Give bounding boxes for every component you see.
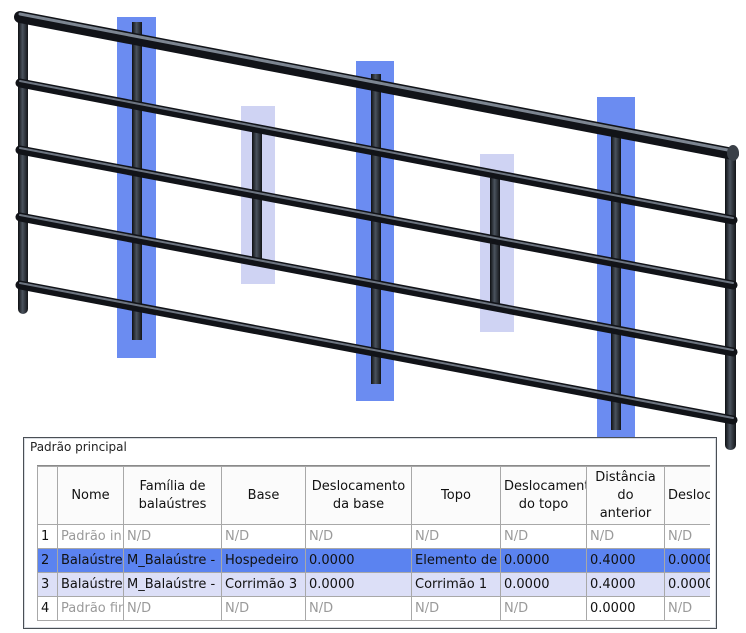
rail[interactable] xyxy=(15,212,738,357)
top-rail[interactable] xyxy=(14,11,739,160)
baluster[interactable] xyxy=(371,74,381,384)
column-header-distance[interactable]: Distância do anterior xyxy=(586,466,665,525)
baluster[interactable] xyxy=(132,22,142,340)
column-header-base[interactable]: Base xyxy=(221,466,306,525)
cell-base-offset[interactable]: 0.0000 xyxy=(305,548,412,573)
cell-top-offset[interactable]: N/D xyxy=(500,524,587,549)
cell-family[interactable]: N/D xyxy=(123,596,222,621)
column-header-base-offset[interactable]: Deslocamento da base xyxy=(305,466,412,525)
pattern-panel: Padrão principal Nome Família de balaúst… xyxy=(23,437,717,629)
cell-base-offset[interactable]: N/D xyxy=(305,596,412,621)
column-header-top[interactable]: Topo xyxy=(411,466,501,525)
cell-family[interactable]: N/D xyxy=(123,524,222,549)
cell-offset[interactable]: N/D xyxy=(664,524,710,549)
table-row-selected[interactable]: 2 Balaústre M_Balaústre - Hospedeiro 0.0… xyxy=(37,548,710,573)
table-row[interactable]: 1 Padrão inicial N/D N/D N/D N/D N/D N/D… xyxy=(37,524,710,549)
end-post-right[interactable] xyxy=(725,148,736,450)
cell-distance[interactable]: 0.4000 xyxy=(586,572,665,597)
cell-base[interactable]: Hospedeiro xyxy=(221,548,306,573)
rail[interactable] xyxy=(15,78,738,225)
cell-offset[interactable]: 0.0000 xyxy=(664,572,710,597)
cell-distance[interactable]: 0.4000 xyxy=(586,548,665,573)
cell-offset[interactable]: 0.0000 xyxy=(664,548,710,573)
cell-name[interactable]: Padrão final xyxy=(57,596,124,621)
row-number[interactable]: 1 xyxy=(37,524,58,549)
header-corner xyxy=(37,466,58,525)
column-header-offset[interactable]: Deslocamento xyxy=(664,466,710,525)
cell-family[interactable]: M_Balaústre - xyxy=(123,548,222,573)
cell-offset[interactable]: N/D xyxy=(664,596,710,621)
balusters-grid[interactable]: Nome Família de balaústres Base Deslocam… xyxy=(37,465,710,626)
cell-base[interactable]: Corrimão 3 xyxy=(221,572,306,597)
cell-base-offset[interactable]: N/D xyxy=(305,524,412,549)
cell-top[interactable]: N/D xyxy=(411,524,501,549)
cell-base[interactable]: N/D xyxy=(221,524,306,549)
column-header-family[interactable]: Família de balaústres xyxy=(123,466,222,525)
row-number[interactable]: 4 xyxy=(37,596,58,621)
cell-top[interactable]: Corrimão 1 xyxy=(411,572,501,597)
cell-distance[interactable]: N/D xyxy=(586,524,665,549)
cell-base[interactable]: N/D xyxy=(221,596,306,621)
cell-family[interactable]: M_Balaústre - xyxy=(123,572,222,597)
cell-base-offset[interactable]: 0.0000 xyxy=(305,572,412,597)
rail-end-cap xyxy=(727,145,739,161)
balusters-table: Nome Família de balaústres Base Deslocam… xyxy=(37,466,710,621)
rail[interactable] xyxy=(15,145,738,290)
cell-top-offset[interactable]: N/D xyxy=(500,596,587,621)
column-header-name[interactable]: Nome xyxy=(57,466,124,525)
rail[interactable] xyxy=(15,280,738,425)
row-number[interactable]: 2 xyxy=(37,548,58,573)
cell-top[interactable]: N/D xyxy=(411,596,501,621)
column-header-top-offset[interactable]: Deslocamento do topo xyxy=(500,466,587,525)
cell-distance[interactable]: 0.0000 xyxy=(586,596,665,621)
cell-top-offset[interactable]: 0.0000 xyxy=(500,548,587,573)
cell-name[interactable]: Balaústre xyxy=(57,548,124,573)
panel-title: Padrão principal xyxy=(30,440,127,454)
cell-name[interactable]: Balaústre xyxy=(57,572,124,597)
row-number[interactable]: 3 xyxy=(37,572,58,597)
end-post-left[interactable] xyxy=(18,14,28,314)
table-row-highlighted[interactable]: 3 Balaústre M_Balaústre - Corrimão 3 0.0… xyxy=(37,572,710,597)
baluster[interactable] xyxy=(611,128,621,430)
header-row: Nome Família de balaústres Base Deslocam… xyxy=(37,466,710,525)
cell-name[interactable]: Padrão inicial xyxy=(57,524,124,549)
table-row[interactable]: 4 Padrão final N/D N/D N/D N/D N/D 0.000… xyxy=(37,596,710,621)
cell-top-offset[interactable]: 0.0000 xyxy=(500,572,587,597)
cell-top[interactable]: Elemento de xyxy=(411,548,501,573)
